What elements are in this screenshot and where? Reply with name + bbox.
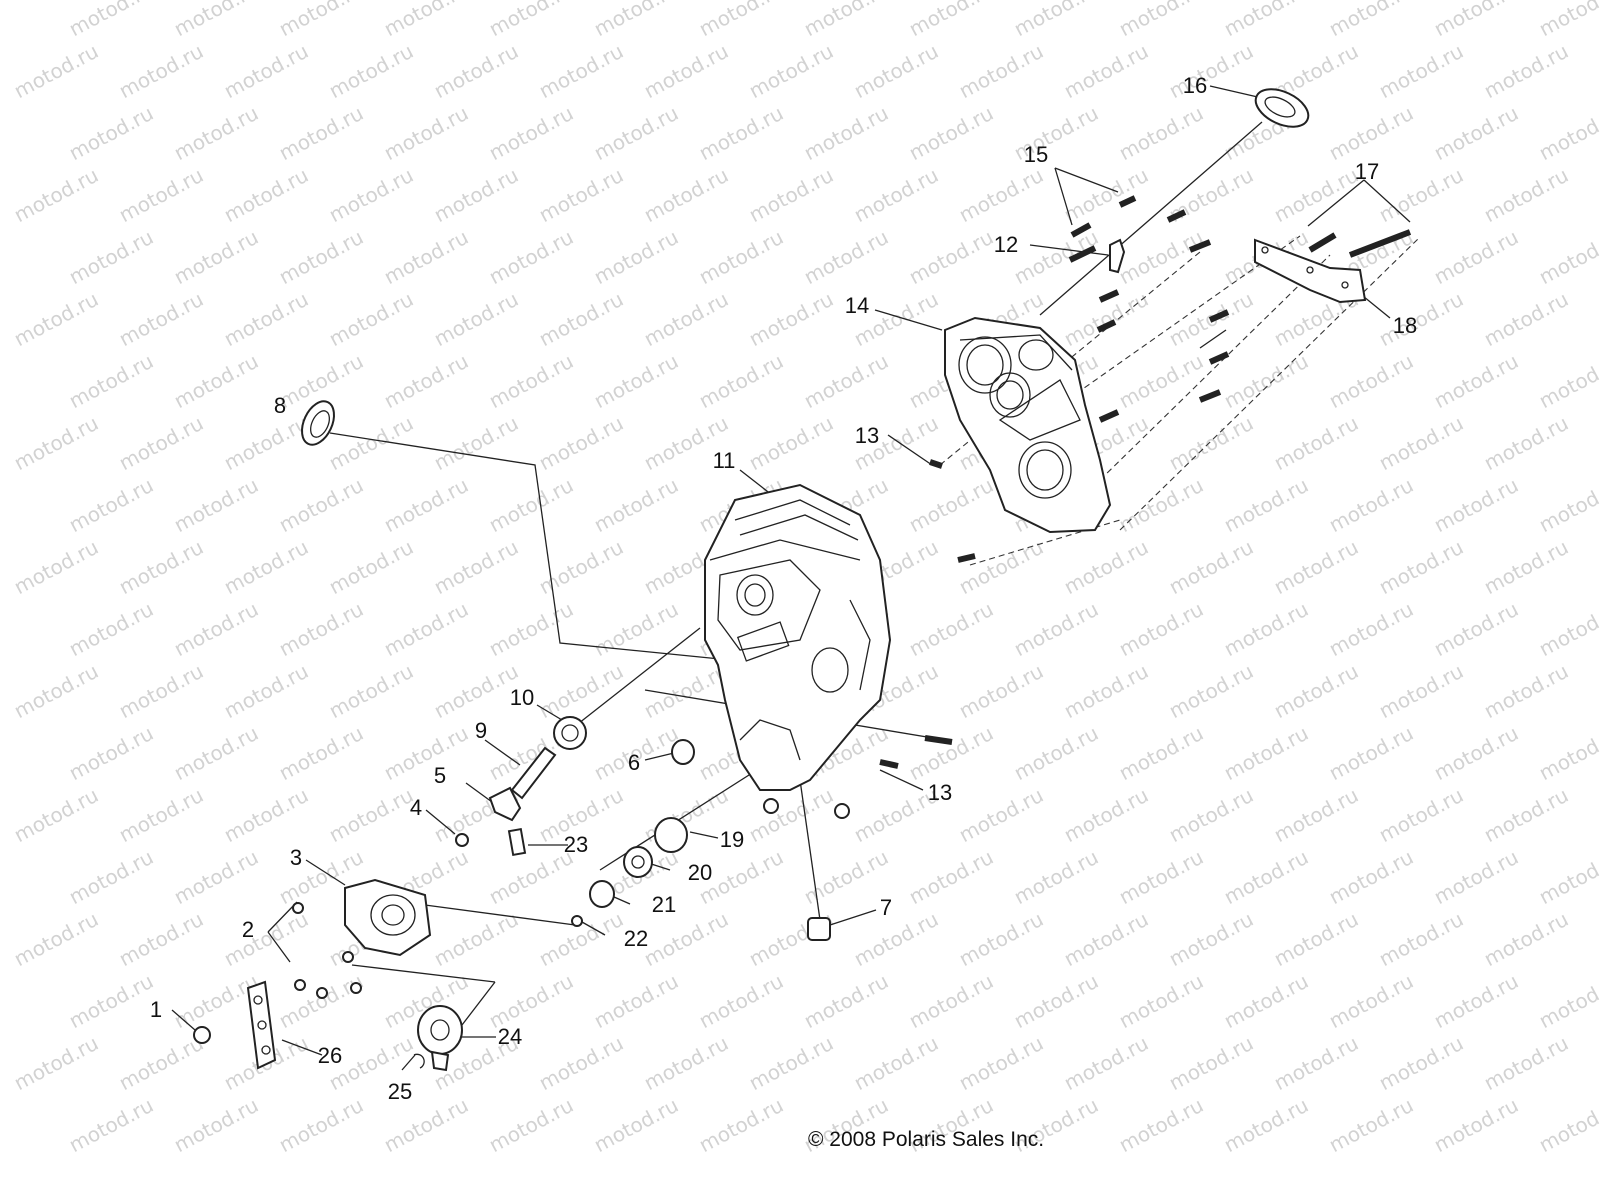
copyright-notice: © 2008 Polaris Sales Inc. (808, 1128, 1045, 1151)
callout-7: 7 (879, 895, 893, 920)
callout-4: 4 (409, 795, 423, 820)
bolts (879, 195, 1412, 769)
callout-11: 11 (712, 448, 736, 473)
callout-13a: 13 (854, 423, 880, 448)
callout-22: 22 (623, 926, 649, 951)
callout-25: 25 (387, 1079, 413, 1104)
callout-17: 17 (1354, 159, 1380, 184)
gear-train-parts (455, 716, 695, 927)
callout-20: 20 (687, 860, 713, 885)
callout-9: 9 (474, 718, 488, 743)
part-16-seal (1254, 88, 1310, 128)
part-14-cover (944, 316, 1112, 534)
part-7-plug (807, 917, 831, 941)
callout-15: 15 (1023, 142, 1049, 167)
part-11-gearcase (704, 483, 892, 791)
callout-13b: 13 (927, 780, 953, 805)
linkage-parts (193, 980, 463, 1072)
callout-3: 3 (289, 845, 303, 870)
callout-14: 14 (844, 293, 870, 318)
callout-1: 1 (149, 997, 163, 1022)
callout-26: 26 (317, 1043, 343, 1068)
callout-8: 8 (273, 393, 287, 418)
part-18-bracket (1254, 238, 1367, 304)
part-12-fitting (1109, 238, 1126, 274)
callout-12: 12 (993, 232, 1019, 257)
callout-10: 10 (509, 685, 535, 710)
callout-6: 6 (627, 750, 641, 775)
callout-5: 5 (433, 763, 447, 788)
leader-lines (171, 85, 1411, 1071)
callout-21: 21 (651, 892, 677, 917)
callout-16: 16 (1182, 73, 1208, 98)
part-8-seal (301, 400, 335, 446)
part-3-pump-body (292, 878, 432, 999)
callout-2: 2 (241, 917, 255, 942)
case-nuts (763, 798, 850, 819)
callout-19: 19 (719, 827, 745, 852)
callout-23: 23 (563, 832, 589, 857)
callout-18: 18 (1392, 313, 1418, 338)
callout-24: 24 (497, 1024, 523, 1049)
